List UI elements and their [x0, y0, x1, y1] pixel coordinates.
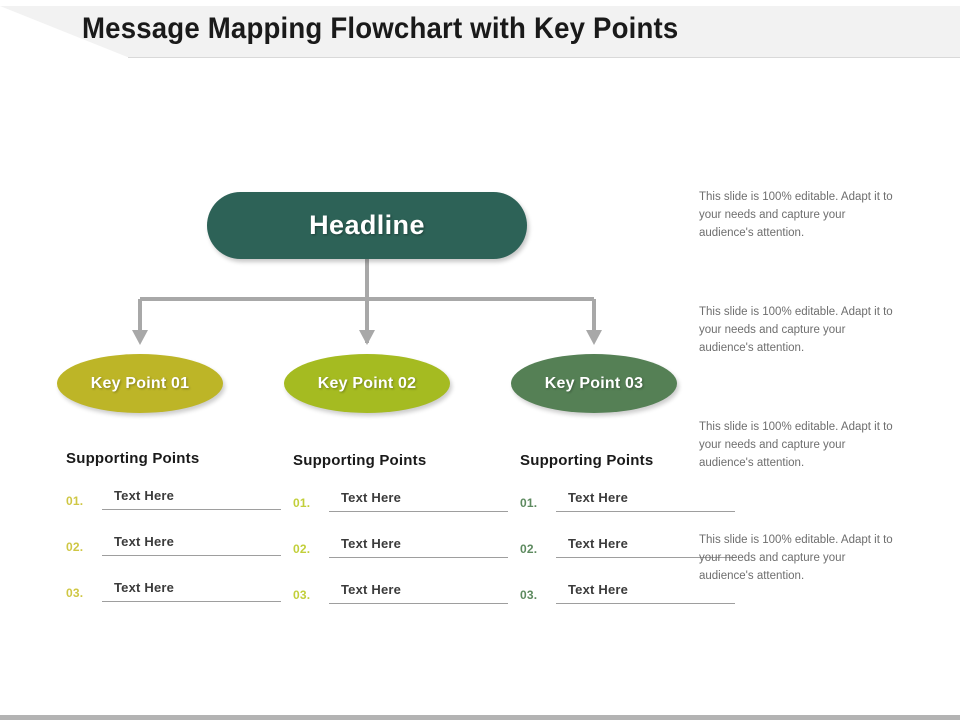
supporting-point-field[interactable]: Text Here [102, 533, 281, 556]
keypoint-node-02[interactable]: Key Point 02 [284, 354, 450, 413]
supporting-point-index: 02. [293, 542, 311, 556]
supporting-point-index: 02. [66, 540, 84, 554]
supporting-points-heading-03: Supporting Points [520, 452, 654, 469]
keypoint-label-02: Key Point 02 [317, 374, 417, 392]
header-divider [128, 57, 960, 58]
supporting-point-value: Text Here [341, 490, 402, 505]
arrowhead-center [359, 330, 375, 345]
arrowhead-right [586, 330, 602, 345]
supporting-points-column-01: Supporting Points 01. Text Here 02. Text… [66, 450, 281, 625]
side-note-1: This slide is 100% editable. Adapt it to… [699, 191, 893, 239]
supporting-point-index: 02. [520, 542, 538, 556]
keypoint-label-01: Key Point 01 [90, 374, 190, 392]
supporting-point-row: 03. Text Here [520, 581, 735, 604]
supporting-points-column-02: Supporting Points 01. Text Here 02. Text… [293, 452, 508, 627]
supporting-point-value: Text Here [114, 534, 175, 549]
supporting-point-value: Text Here [568, 536, 629, 551]
supporting-point-row: 03. Text Here [66, 579, 281, 602]
arrowhead-left [132, 330, 148, 345]
supporting-point-field[interactable]: Text Here [556, 535, 735, 558]
supporting-points-heading-02: Supporting Points [293, 452, 427, 469]
supporting-point-field[interactable]: Text Here [102, 579, 281, 602]
supporting-point-field[interactable]: Text Here [102, 487, 281, 510]
supporting-point-row: 02. Text Here [293, 535, 508, 558]
supporting-point-row: 01. Text Here [293, 489, 508, 512]
supporting-point-value: Text Here [568, 582, 629, 597]
supporting-points-heading-01: Supporting Points [66, 450, 200, 467]
side-note-2: This slide is 100% editable. Adapt it to… [699, 306, 893, 354]
supporting-point-field[interactable]: Text Here [329, 535, 508, 558]
supporting-point-row: 02. Text Here [66, 533, 281, 556]
supporting-point-index: 03. [293, 588, 311, 602]
side-note-3: This slide is 100% editable. Adapt it to… [699, 421, 893, 469]
supporting-point-value: Text Here [568, 490, 629, 505]
supporting-point-index: 01. [293, 496, 311, 510]
page-title: Message Mapping Flowchart with Key Point… [82, 12, 679, 45]
supporting-points-column-03: Supporting Points 01. Text Here 02. Text… [520, 452, 735, 627]
supporting-point-value: Text Here [114, 580, 175, 595]
keypoint-node-01[interactable]: Key Point 01 [57, 354, 223, 413]
supporting-point-field[interactable]: Text Here [329, 581, 508, 604]
supporting-point-row: 03. Text Here [293, 581, 508, 604]
headline-label: Headline [309, 210, 425, 240]
supporting-point-index: 01. [520, 496, 538, 510]
keypoint-node-03[interactable]: Key Point 03 [511, 354, 677, 413]
header-band [0, 6, 960, 58]
keypoint-label-03: Key Point 03 [544, 374, 644, 392]
supporting-point-value: Text Here [114, 488, 175, 503]
supporting-point-index: 03. [66, 586, 84, 600]
side-note-4: This slide is 100% editable. Adapt it to… [699, 534, 893, 582]
supporting-point-row: 01. Text Here [520, 489, 735, 512]
supporting-point-field[interactable]: Text Here [556, 489, 735, 512]
headline-node[interactable]: Headline [207, 192, 527, 259]
supporting-point-row: 02. Text Here [520, 535, 735, 558]
supporting-point-value: Text Here [341, 582, 402, 597]
supporting-point-index: 01. [66, 494, 84, 508]
supporting-point-field[interactable]: Text Here [329, 489, 508, 512]
supporting-point-field[interactable]: Text Here [556, 581, 735, 604]
supporting-point-row: 01. Text Here [66, 487, 281, 510]
supporting-point-value: Text Here [341, 536, 402, 551]
supporting-point-index: 03. [520, 588, 538, 602]
